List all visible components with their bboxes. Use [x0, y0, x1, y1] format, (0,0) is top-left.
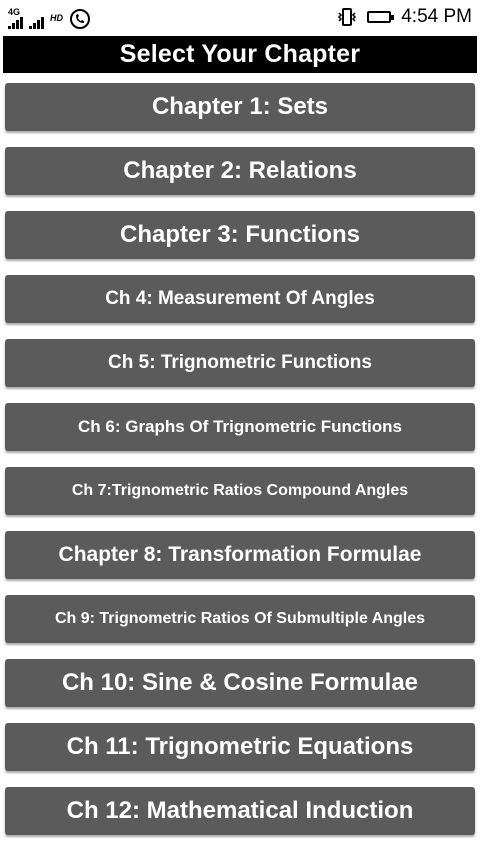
hd-voice-label: HD	[50, 13, 63, 23]
chapter-5-button[interactable]: Ch 5: Trignometric Functions	[5, 339, 475, 387]
chapter-4-button[interactable]: Ch 4: Measurement Of Angles	[5, 275, 475, 323]
clock: 4:54 PM	[401, 6, 472, 27]
chapter-3-button[interactable]: Chapter 3: Functions	[5, 211, 475, 259]
status-bar: 4G HD 4:54 PM	[0, 0, 480, 34]
signal-icon	[8, 17, 23, 29]
chapter-11-button[interactable]: Ch 11: Trignometric Equations	[5, 723, 475, 771]
status-right: 4:54 PM	[337, 4, 472, 30]
chapter-10-button[interactable]: Ch 10: Sine & Cosine Formulae	[5, 659, 475, 707]
chapter-2-button[interactable]: Chapter 2: Relations	[5, 147, 475, 195]
network-type-label: 4G	[8, 7, 21, 17]
network-indicator: 4G	[8, 8, 23, 29]
battery-icon	[367, 11, 395, 23]
phone-call-icon	[70, 9, 90, 29]
status-left: 4G HD	[8, 5, 91, 29]
vibrate-icon	[338, 8, 357, 26]
chapter-9-button[interactable]: Ch 9: Trignometric Ratios Of Submultiple…	[5, 595, 475, 643]
page-title: Select Your Chapter	[3, 36, 477, 73]
chapter-8-button[interactable]: Chapter 8: Transformation Formulae	[5, 531, 475, 579]
chapter-list: Chapter 1: Sets Chapter 2: Relations Cha…	[5, 83, 475, 851]
chapter-6-button[interactable]: Ch 6: Graphs Of Trignometric Functions	[5, 403, 475, 451]
chapter-7-button[interactable]: Ch 7:Trignometric Ratios Compound Angles	[5, 467, 475, 515]
signal-2-icon	[29, 17, 44, 29]
chapter-1-button[interactable]: Chapter 1: Sets	[5, 83, 475, 131]
chapter-12-button[interactable]: Ch 12: Mathematical Induction	[5, 787, 475, 835]
